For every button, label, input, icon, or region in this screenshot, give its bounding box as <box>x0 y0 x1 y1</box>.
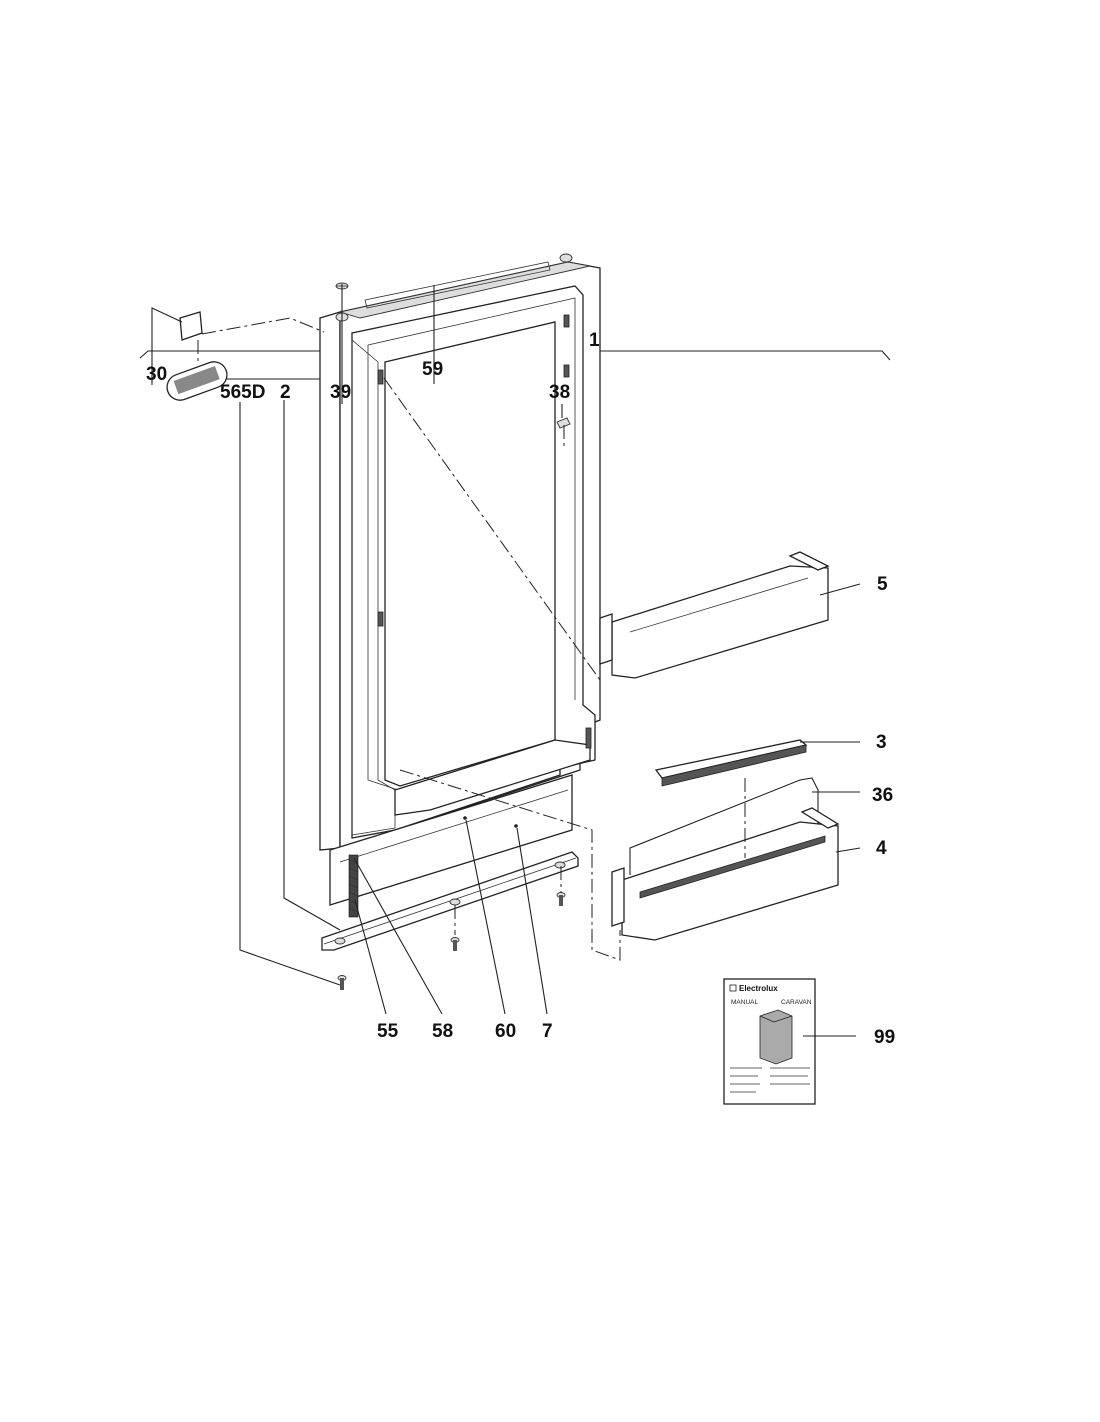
callout-60: 60 <box>495 1021 516 1042</box>
callout-36: 36 <box>872 785 893 806</box>
screws <box>337 892 566 990</box>
callout-55: 55 <box>377 1021 399 1042</box>
callout-58: 58 <box>432 1021 453 1042</box>
callout-7: 7 <box>542 1021 553 1042</box>
assembly-lines <box>197 292 746 961</box>
callout-5: 5 <box>877 574 888 595</box>
callout-565d: 565D <box>220 382 265 403</box>
leader-lines <box>151 284 861 1037</box>
door-shelf-lower <box>611 807 840 941</box>
callout-38: 38 <box>549 382 570 403</box>
callout-4: 4 <box>876 838 887 859</box>
callout-2: 2 <box>280 382 291 403</box>
hinge-spring <box>348 854 359 918</box>
owner-manual: Electrolux MANUAL CARAVAN <box>723 978 816 1105</box>
hinge-pin-38 <box>556 417 571 429</box>
callout-labels: 1 30 59 565D 2 39 38 5 3 36 4 99 55 58 6… <box>146 330 895 1048</box>
wire-guard <box>629 777 819 875</box>
manual-right-label: CARAVAN <box>781 999 812 1006</box>
callout-30: 30 <box>146 364 167 385</box>
callout-99: 99 <box>874 1027 895 1048</box>
screw-left <box>337 975 347 990</box>
lower-panel <box>329 774 573 906</box>
screw-right <box>556 892 566 906</box>
bottom-hinge-bar <box>321 851 579 951</box>
manual-left-label: MANUAL <box>731 999 758 1006</box>
callout-1: 1 <box>589 330 600 351</box>
manual-brand: Electrolux <box>739 984 778 993</box>
door-frame <box>319 253 601 851</box>
emblem <box>166 311 228 401</box>
callout-3: 3 <box>876 732 887 753</box>
door-shelf-upper <box>599 551 830 679</box>
callout-39: 39 <box>330 382 351 403</box>
screw-middle <box>450 937 460 951</box>
shelf-rail <box>654 739 808 787</box>
callout-59: 59 <box>422 359 443 380</box>
